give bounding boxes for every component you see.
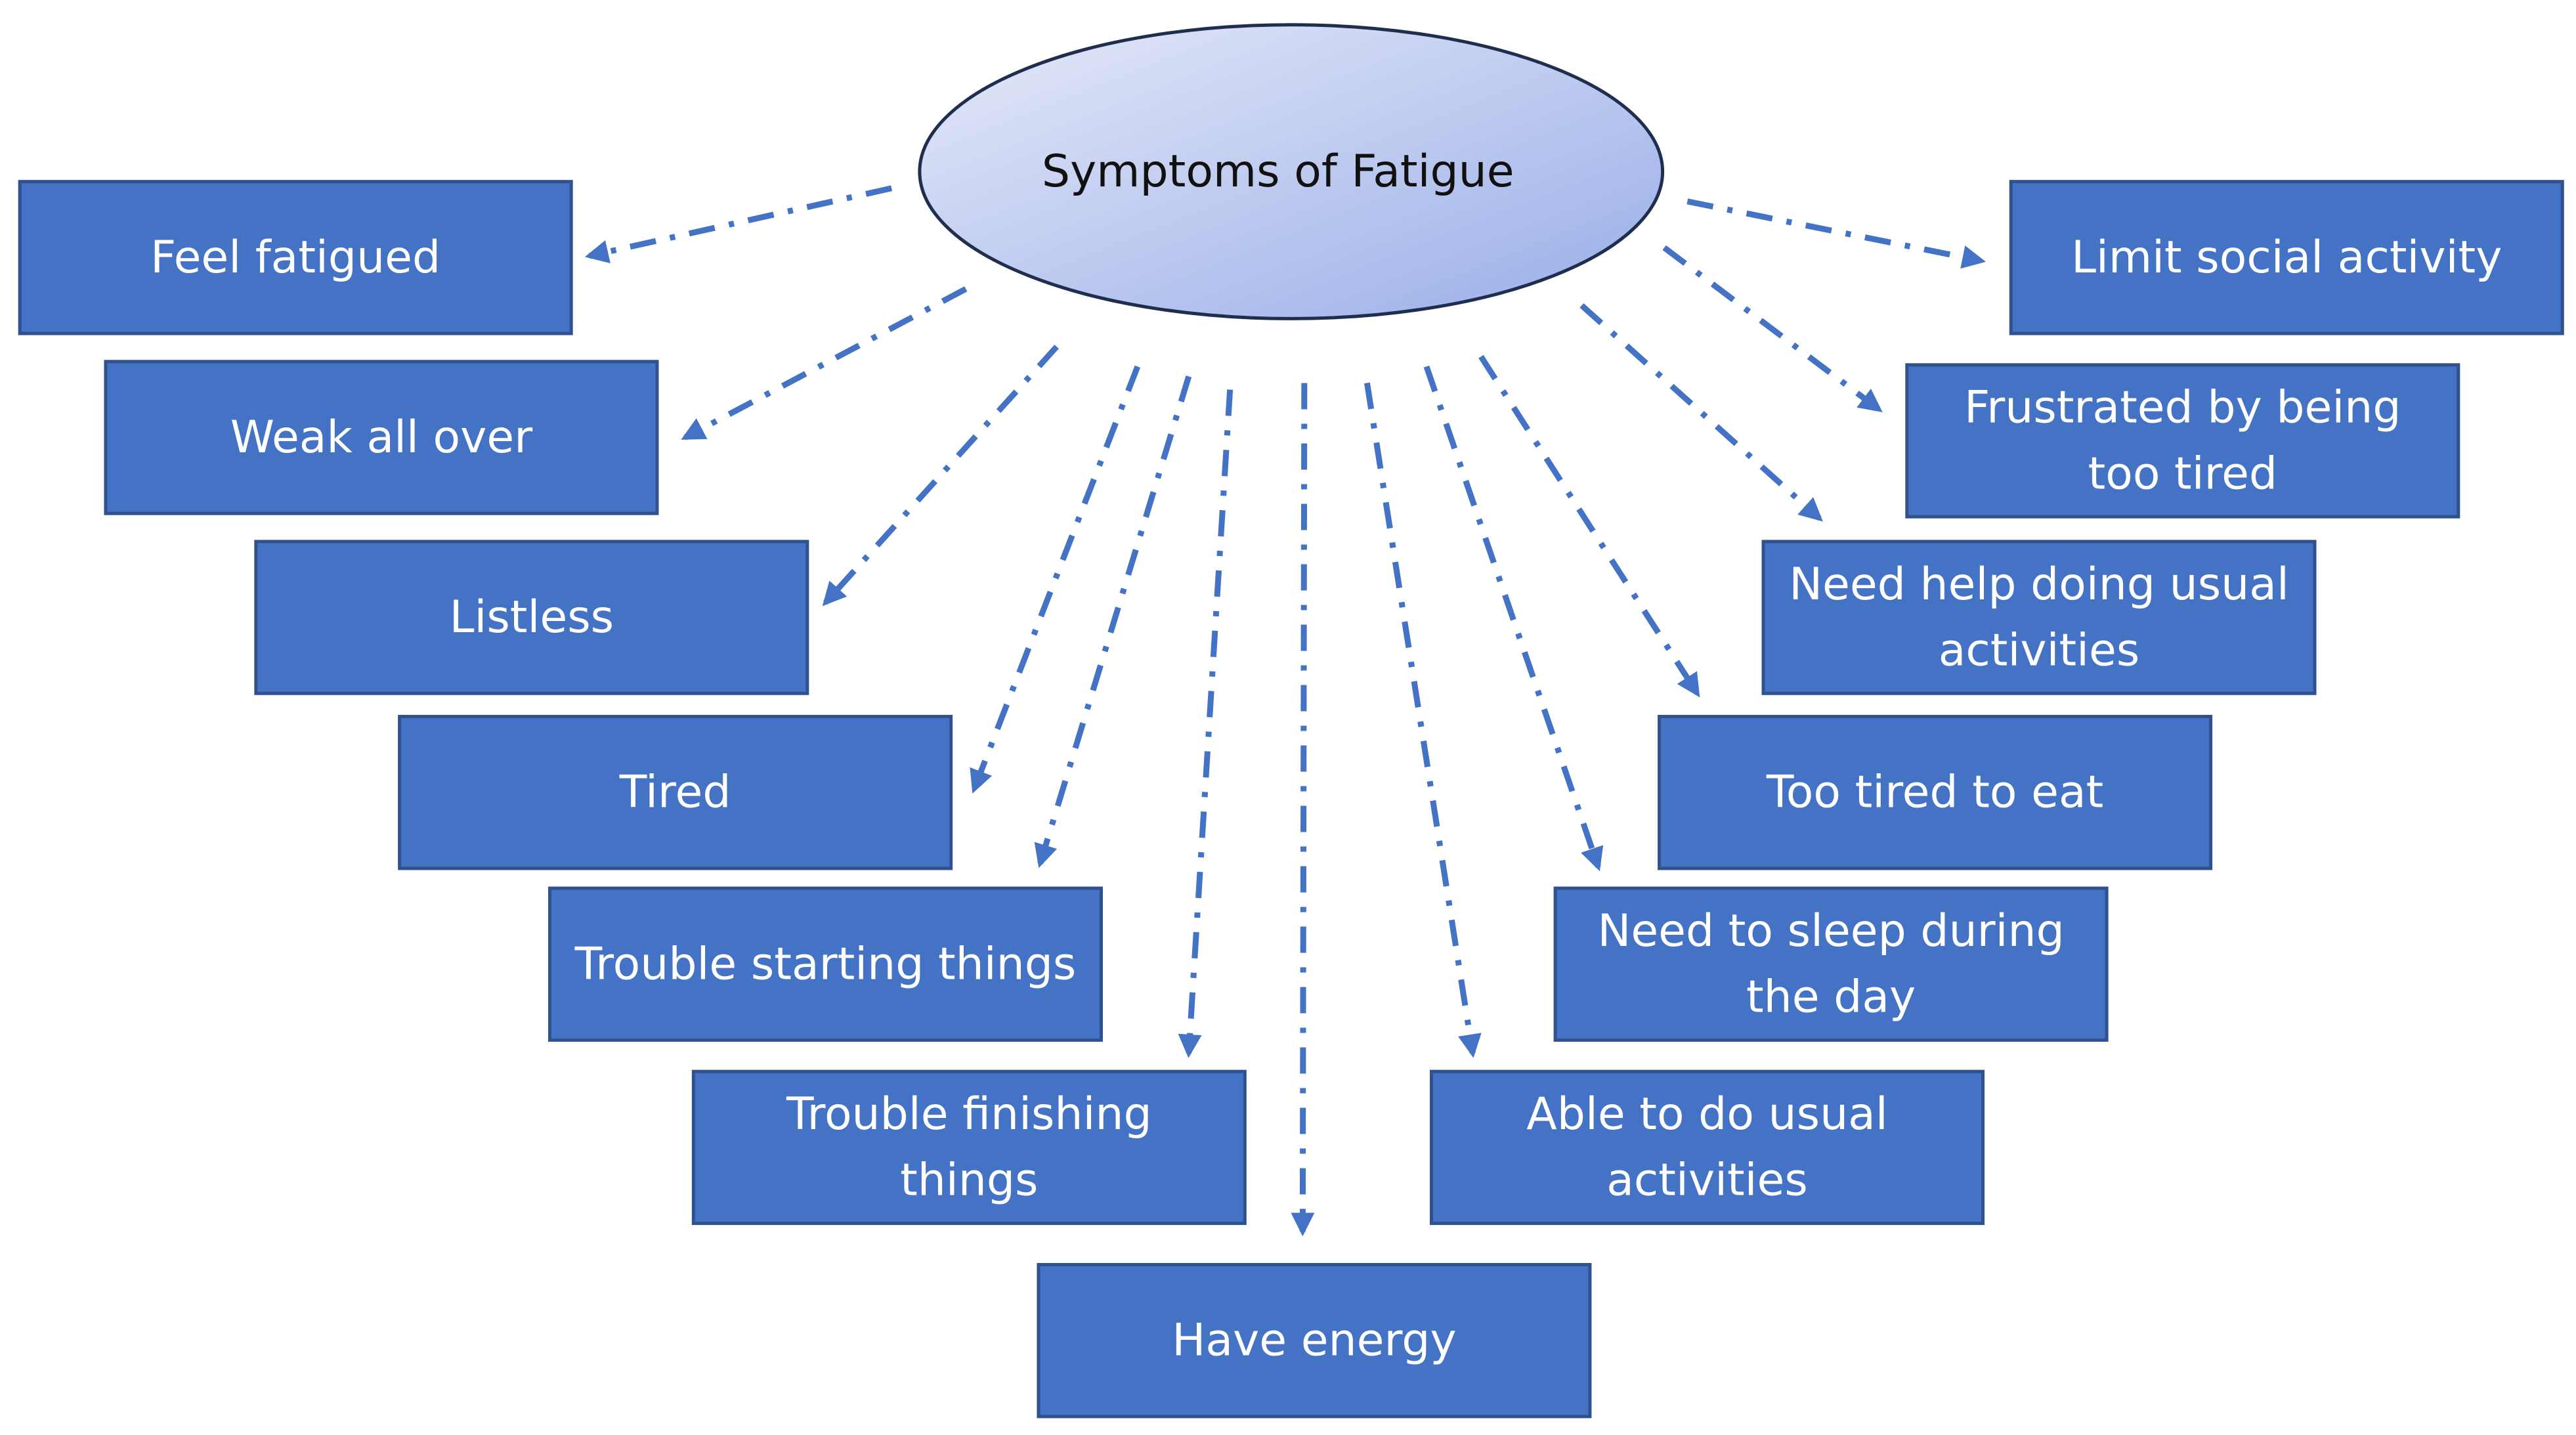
symptom-box-trouble-finishing-things: Trouble finishing things <box>691 1069 1247 1226</box>
symptom-box-rect <box>1658 715 2213 870</box>
arrow-to-frustrated-by-being-too-tired <box>1662 245 1883 413</box>
symptom-box-rect <box>398 715 953 870</box>
symptom-label: Have energy <box>1172 1315 1456 1367</box>
arrow-to-trouble-finishing-things <box>1178 389 1234 1058</box>
symptom-label: Trouble starting things <box>574 938 1077 990</box>
arrow-to-tired <box>970 365 1141 794</box>
symptom-box-rect <box>18 180 573 335</box>
symptom-box-rect <box>2009 180 2564 335</box>
arrow-to-need-help-doing-usual-activities <box>1579 303 1823 522</box>
symptom-box-listless: Listless <box>254 540 809 695</box>
arrow-to-trouble-starting-things <box>1034 375 1192 868</box>
symptom-label: Too tired to eat <box>1766 767 2104 819</box>
symptom-box-limit-social-activity: Limit social activity <box>2009 180 2564 335</box>
symptom-box-rect <box>1430 1069 1985 1226</box>
symptom-label: the day <box>1746 972 1916 1023</box>
symptom-label: activities <box>1939 624 2140 676</box>
symptom-label: activities <box>1606 1155 1808 1207</box>
symptom-label: Listless <box>450 591 614 643</box>
symptom-label: too tired <box>2088 448 2278 500</box>
arrow-to-too-tired-to-eat <box>1478 354 1700 698</box>
symptom-box-trouble-starting-things: Trouble starting things <box>547 886 1104 1042</box>
symptom-box-need-to-sleep-during-the-day: Need to sleep during the day <box>1553 886 2109 1042</box>
symptom-box-weak-all-over: Weak all over <box>104 360 659 515</box>
arrow-to-listless <box>822 345 1059 607</box>
symptom-box-tired: Tired <box>398 715 953 870</box>
center-ellipse <box>918 23 1665 320</box>
symptom-box-too-tired-to-eat: Too tired to eat <box>1658 715 2213 870</box>
symptom-box-able-to-do-usual-activities: Able to do usual activities <box>1430 1069 1985 1226</box>
symptom-box-rect <box>1905 363 2460 519</box>
symptom-box-rect <box>1761 540 2317 695</box>
symptom-label: things <box>900 1155 1038 1207</box>
connector-arrows <box>584 185 1986 1237</box>
symptom-box-frustrated-by-being-too-tired: Frustrated by being too tired <box>1905 363 2460 519</box>
symptom-label: Tired <box>619 767 731 819</box>
symptom-label: Frustrated by being <box>1964 382 2401 434</box>
symptom-label: Feel fatigued <box>150 232 440 284</box>
center-node: Symptoms of Fatigue <box>918 23 1665 320</box>
symptom-box-rect <box>254 540 809 695</box>
symptom-box-rect <box>1553 886 2109 1042</box>
symptom-box-feel-fatigued: Feel fatigued <box>18 180 573 335</box>
symptom-box-have-energy: Have energy <box>1037 1262 1592 1419</box>
arrow-to-have-energy <box>1291 383 1315 1237</box>
symptom-box-rect <box>104 360 659 515</box>
arrow-to-need-to-sleep-during-the-day <box>1423 365 1604 872</box>
center-title: Symptoms of Fatigue <box>1042 146 1514 198</box>
symptom-label: Need help doing usual <box>1789 559 2289 610</box>
arrow-to-able-to-do-usual-activities <box>1363 382 1482 1058</box>
symptom-label: Able to do usual <box>1526 1088 1887 1140</box>
arrow-to-weak-all-over <box>681 286 968 440</box>
symptom-label: Trouble finishing <box>786 1088 1152 1140</box>
symptom-box-rect <box>547 886 1104 1042</box>
arrow-to-feel-fatigued <box>584 185 893 264</box>
symptom-box-rect <box>1037 1262 1592 1419</box>
symptom-label: Weak all over <box>230 412 533 463</box>
symptom-box-need-help-doing-usual-activities: Need help doing usual activities <box>1761 540 2317 695</box>
arrow-to-limit-social-activity <box>1686 198 1986 269</box>
symptom-label: Limit social activity <box>2071 232 2502 284</box>
symptom-label: Need to sleep during <box>1597 905 2064 957</box>
symptom-box-rect <box>691 1069 1247 1226</box>
